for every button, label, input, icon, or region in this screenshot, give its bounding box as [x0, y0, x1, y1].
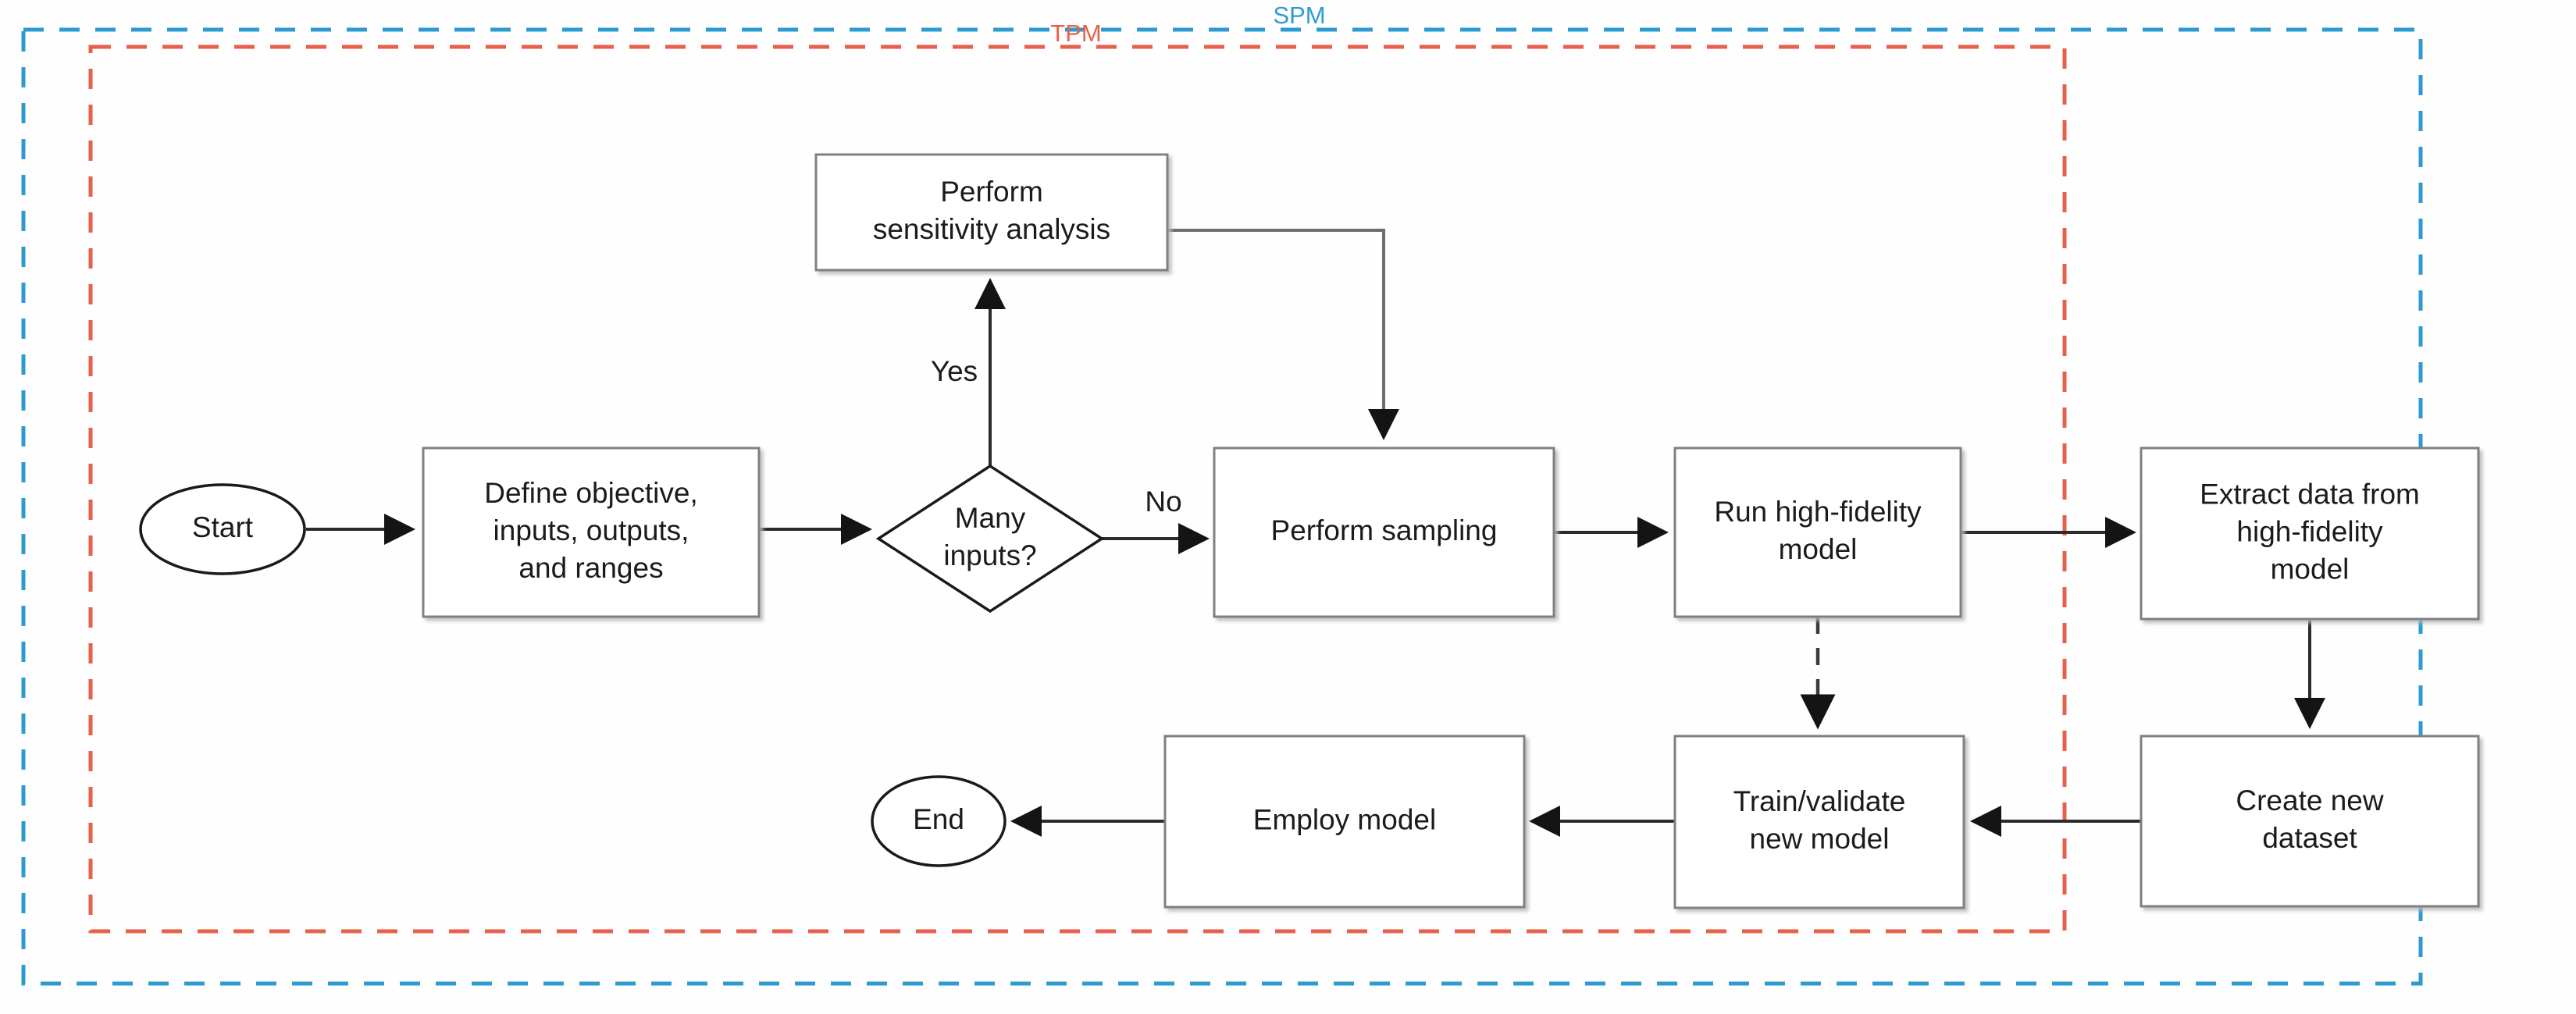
node-start[interactable]: Start [139, 483, 306, 575]
node-label-many-inputs: Many [955, 502, 1026, 534]
node-shape-rect-employ-model [1163, 735, 1526, 909]
node-run-high-fidelity-model[interactable]: Run high-fidelity model [1673, 447, 1962, 618]
node-label-create-new-dataset: dataset [2262, 822, 2357, 854]
node-perform-sensitivity-analysis[interactable]: Perform sensitivity analysis [814, 153, 1169, 272]
node-shape-diamond-many-inputs [875, 464, 1105, 614]
edge-label-no: No [1145, 486, 1181, 518]
node-label-perform-sampling: Perform sampling [1271, 514, 1498, 546]
node-label-extract-data: Extract data from [2200, 478, 2420, 510]
node-create-new-dataset[interactable]: Create new dataset [2140, 735, 2480, 908]
node-shape-rect-run-high-fidelity-model [1673, 447, 1962, 618]
node-end[interactable]: End [871, 775, 1007, 867]
node-label-perform-sensitivity-analysis: sensitivity analysis [873, 213, 1110, 245]
node-employ-model[interactable]: Employ model [1163, 735, 1526, 909]
node-shape-ellipse-end [871, 775, 1007, 867]
connector-sensitivity-to-sampling [1167, 229, 1399, 440]
node-label-extract-data: model [2271, 553, 2350, 585]
node-train-validate-new-model[interactable]: Train/validate new model [1673, 735, 1965, 909]
node-perform-sampling[interactable]: Perform sampling [1213, 447, 1555, 618]
node-shape-rect-train-validate-new-model [1673, 735, 1965, 909]
node-label-employ-model: Employ model [1253, 803, 1436, 835]
boundary-label-tpm: TPM [1050, 20, 1101, 47]
boundary-tpm [88, 44, 2067, 934]
node-label-perform-sensitivity-analysis: Perform [940, 176, 1043, 208]
node-label-define-objective: and ranges [518, 552, 663, 584]
node-label-train-validate-new-model: Train/validate [1733, 785, 1906, 817]
connector-group [306, 229, 2325, 837]
node-label-define-objective: inputs, outputs, [493, 514, 689, 546]
node-label-many-inputs: inputs? [943, 539, 1036, 571]
node-shape-rect-define-objective [422, 447, 761, 618]
node-label-create-new-dataset: Create new [2236, 785, 2383, 817]
node-label-run-high-fidelity-model: Run high-fidelity [1714, 496, 1922, 528]
node-group: Start Define objective, inputs, outputs, an… [139, 153, 2480, 909]
node-define-objective[interactable]: Define objective, inputs, outputs, and ran… [422, 447, 761, 618]
node-label-run-high-fidelity-model: model [1779, 533, 1858, 565]
node-label-train-validate-new-model: new model [1750, 823, 1890, 855]
node-label-end: End [913, 803, 964, 835]
node-label-start: Start [192, 511, 254, 543]
node-shape-ellipse-start [139, 483, 306, 575]
node-label-define-objective: Define objective, [484, 477, 698, 509]
node-extract-data[interactable]: Extract data from high-fidelity model [2140, 447, 2480, 621]
node-shape-rect-extract-data [2140, 447, 2480, 621]
node-shape-rect-perform-sensitivity-analysis [814, 153, 1169, 272]
node-shape-rect-create-new-dataset [2140, 735, 2480, 908]
edge-label-yes: Yes [931, 355, 978, 387]
node-shape-rect-perform-sampling [1213, 447, 1555, 618]
node-many-inputs[interactable]: Many inputs? [875, 464, 1105, 614]
node-label-extract-data: high-fidelity [2236, 515, 2383, 547]
boundary-label-spm: SPM [1273, 2, 1325, 29]
